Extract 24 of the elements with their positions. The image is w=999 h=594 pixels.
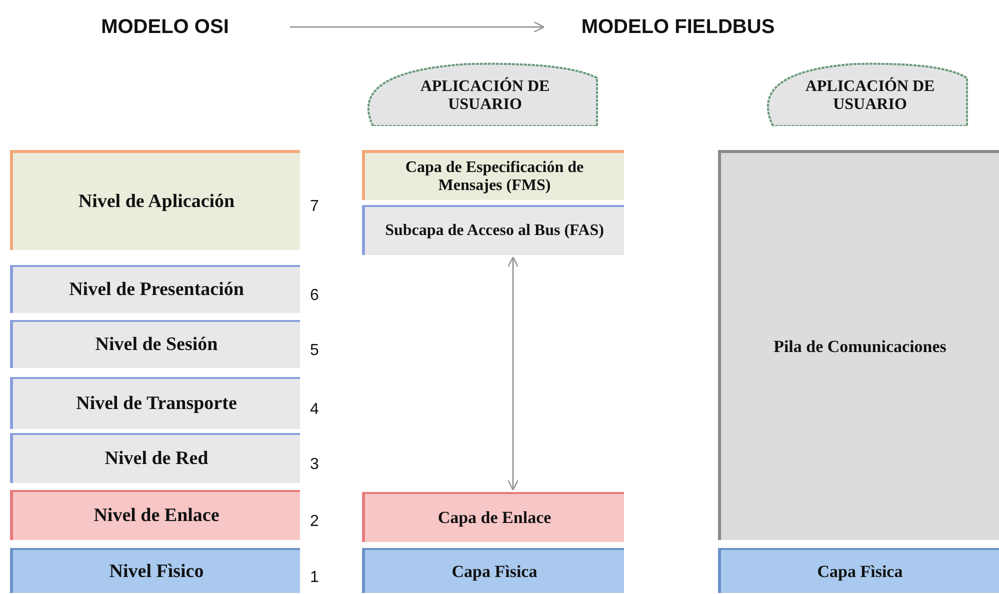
layer-number: 6 — [310, 287, 319, 305]
layer-box: Subcapa de Acceso al Bus (FAS) — [362, 205, 624, 255]
model-heading: MODELO FIELDBUS — [548, 10, 808, 44]
layer-number: 5 — [310, 342, 319, 360]
layer-box: Capa Fìsica — [718, 548, 999, 593]
layer-number: 1 — [310, 568, 319, 586]
layer-box: Nivel de Presentación — [10, 265, 300, 313]
layer-box: Nivel de Sesión — [10, 320, 300, 368]
layer-box: Capa de Especificación de Mensajes (FMS) — [362, 150, 624, 200]
layer-box: Nivel de Aplicación — [10, 150, 300, 250]
layer-number: 3 — [310, 456, 319, 474]
layer-box: Nivel de Red — [10, 433, 300, 483]
layer-box: Nivel de Enlace — [10, 490, 300, 540]
layer-box: Nivel de Transporte — [10, 377, 300, 429]
layer-box: Capa Fìsica — [362, 548, 624, 593]
layer-box: Capa de Enlace — [362, 492, 624, 542]
model-heading: MODELO OSI — [80, 10, 250, 44]
layer-number: 2 — [310, 513, 319, 531]
layer-box: Nivel Fìsico — [10, 548, 300, 593]
arrow — [290, 21, 545, 33]
layer-number: 7 — [310, 198, 319, 216]
arrow — [507, 256, 519, 491]
layer-number: 4 — [310, 401, 319, 419]
stack-box: Pila de Comunicaciones — [718, 150, 999, 540]
